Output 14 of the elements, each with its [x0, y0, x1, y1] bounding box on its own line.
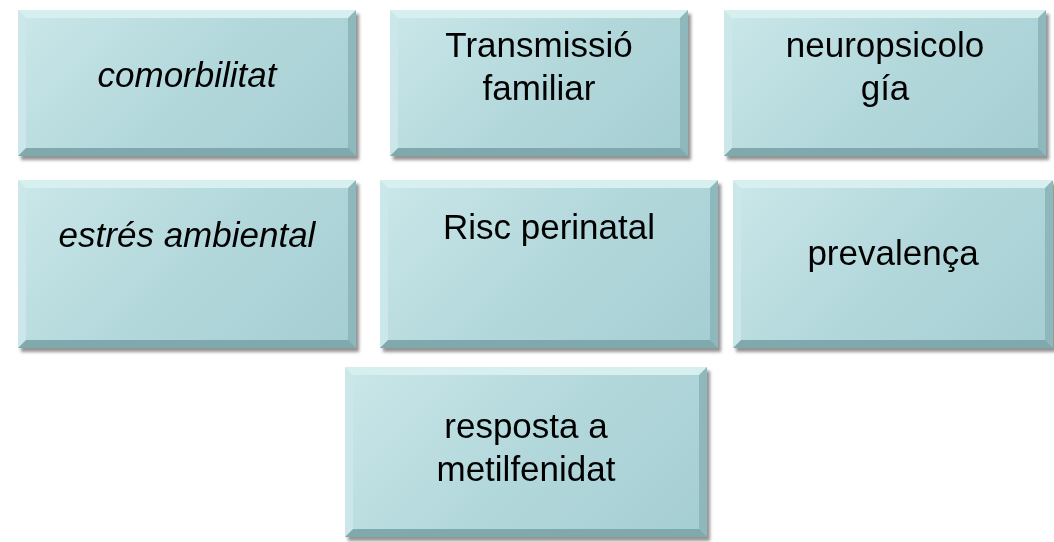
process-box [18, 10, 356, 156]
process-box [18, 180, 356, 348]
process-box [724, 10, 1046, 156]
process-box [345, 367, 707, 537]
process-box [390, 10, 688, 156]
box-label: estrés ambiental [58, 214, 316, 256]
box-label: Risc perinatal [442, 206, 655, 248]
box-label: neuropsicolo gía [784, 24, 986, 109]
box-label: prevalença [807, 232, 979, 274]
box-label: comorbilitat [97, 54, 277, 96]
box-label: Transmissió familiar [444, 24, 634, 109]
process-box [380, 180, 718, 348]
process-box [733, 180, 1053, 348]
box-label: resposta a metilfenidat [435, 405, 617, 490]
